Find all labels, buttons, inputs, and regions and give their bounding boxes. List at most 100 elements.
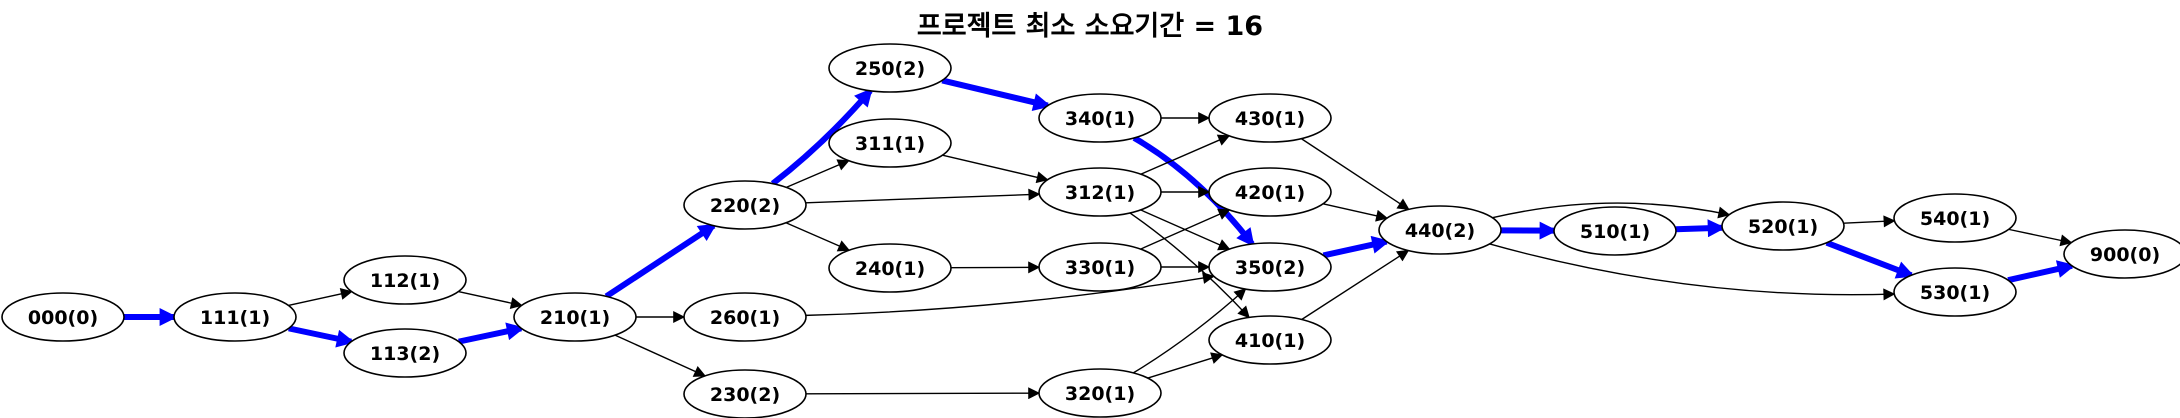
critical-edge-250-340 (941, 77, 1052, 111)
node-000: 000(0) (1, 292, 125, 342)
node-label: 900(0) (2090, 244, 2160, 266)
node-label: 240(1) (855, 258, 925, 280)
node-label: 260(1) (710, 307, 780, 329)
edge-260-350 (805, 272, 1215, 317)
node-440: 440(2) (1378, 205, 1502, 255)
node-430: 430(1) (1208, 93, 1332, 143)
node-350: 350(2) (1208, 242, 1332, 292)
critical-edge-210-220 (604, 223, 717, 299)
edge-410-440 (1301, 249, 1410, 321)
node-340: 340(1) (1038, 93, 1162, 143)
edge-330-420 (1140, 208, 1231, 250)
node-113: 113(2) (343, 328, 467, 378)
node-label: 311(1) (855, 133, 925, 155)
edges-layer (124, 77, 2076, 400)
edge-320-350 (1132, 288, 1247, 374)
critical-edge-113-210 (458, 322, 525, 345)
node-330: 330(1) (1038, 242, 1162, 292)
edge-111-112 (288, 288, 353, 307)
node-label: 230(2) (710, 384, 780, 406)
diagram-title: 프로젝트 최소 소요기간 = 16 (916, 11, 1264, 42)
node-ellipse (1378, 205, 1502, 255)
edge-230-320 (805, 387, 1041, 400)
edge-311-312 (942, 154, 1049, 184)
edge-220-312 (805, 188, 1041, 204)
node-ellipse (683, 180, 807, 230)
node-210: 210(1) (513, 292, 637, 342)
edge-112-210 (458, 290, 523, 309)
node-ellipse (683, 292, 807, 342)
critical-edge-510-520 (1675, 219, 1726, 238)
node-ellipse (1208, 242, 1332, 292)
edge-220-240 (785, 222, 851, 252)
node-label: 111(1) (200, 307, 270, 329)
node-ellipse (1208, 315, 1332, 365)
node-label: 430(1) (1235, 108, 1305, 130)
node-ellipse (1038, 242, 1162, 292)
node-label: 330(1) (1065, 257, 1135, 279)
node-230: 230(2) (683, 369, 807, 418)
node-900: 900(0) (2063, 229, 2180, 279)
node-250: 250(2) (828, 43, 952, 93)
critical-edge-220-250 (770, 87, 873, 186)
edge-312-410 (1129, 212, 1250, 319)
edge-440-530 (1489, 243, 1896, 301)
node-label: 113(2) (370, 343, 440, 365)
node-312: 312(1) (1038, 167, 1162, 217)
node-ellipse (2063, 229, 2180, 279)
node-220: 220(2) (683, 180, 807, 230)
node-420: 420(1) (1208, 167, 1332, 217)
node-ellipse (828, 118, 952, 168)
edge-220-311 (786, 159, 850, 188)
node-111: 111(1) (173, 292, 297, 342)
node-410: 410(1) (1208, 315, 1332, 365)
edge-520-540 (1843, 215, 1896, 228)
node-label: 410(1) (1235, 330, 1305, 352)
node-ellipse (1208, 93, 1332, 143)
critical-edge-530-900 (2007, 260, 2076, 284)
node-ellipse (513, 292, 637, 342)
node-label: 520(1) (1748, 216, 1818, 238)
node-label: 530(1) (1920, 282, 1990, 304)
node-320: 320(1) (1038, 368, 1162, 418)
critical-edge-520-530 (1825, 239, 1915, 279)
node-ellipse (683, 369, 807, 418)
node-label: 312(1) (1065, 182, 1135, 204)
node-label: 210(1) (540, 307, 610, 329)
node-ellipse (1038, 167, 1162, 217)
node-ellipse (1038, 368, 1162, 418)
node-label: 440(2) (1405, 220, 1475, 242)
critical-edge-340-350 (1132, 135, 1255, 247)
edge-312-430 (1140, 134, 1231, 175)
node-label: 220(2) (710, 195, 780, 217)
node-ellipse (343, 328, 467, 378)
node-260: 260(1) (683, 292, 807, 342)
critical-edge-350-440 (1322, 235, 1391, 259)
node-311: 311(1) (828, 118, 952, 168)
node-ellipse (1038, 93, 1162, 143)
node-520: 520(1) (1721, 201, 1845, 251)
node-ellipse (1553, 206, 1677, 256)
node-112: 112(1) (343, 255, 467, 305)
node-ellipse (1893, 193, 2017, 243)
nodes-layer: 000(0) 111(1) 112(1) 113(2) 210(1) 220(2) 250(… (1, 43, 2180, 418)
node-ellipse (1, 292, 125, 342)
node-label: 350(2) (1235, 257, 1305, 279)
node-label: 420(1) (1235, 182, 1305, 204)
node-ellipse (1893, 267, 2017, 317)
node-label: 250(2) (855, 58, 925, 80)
node-label: 340(1) (1065, 108, 1135, 130)
node-ellipse (343, 255, 467, 305)
edge-540-900 (2008, 228, 2073, 247)
node-ellipse (1721, 201, 1845, 251)
edge-420-440 (1322, 203, 1389, 222)
node-510: 510(1) (1553, 206, 1677, 256)
node-530: 530(1) (1893, 267, 2017, 317)
node-ellipse (828, 243, 952, 293)
node-label: 540(1) (1920, 208, 1990, 230)
node-240: 240(1) (828, 243, 952, 293)
node-label: 320(1) (1065, 383, 1135, 405)
edge-440-520 (1492, 202, 1731, 219)
node-ellipse (828, 43, 952, 93)
